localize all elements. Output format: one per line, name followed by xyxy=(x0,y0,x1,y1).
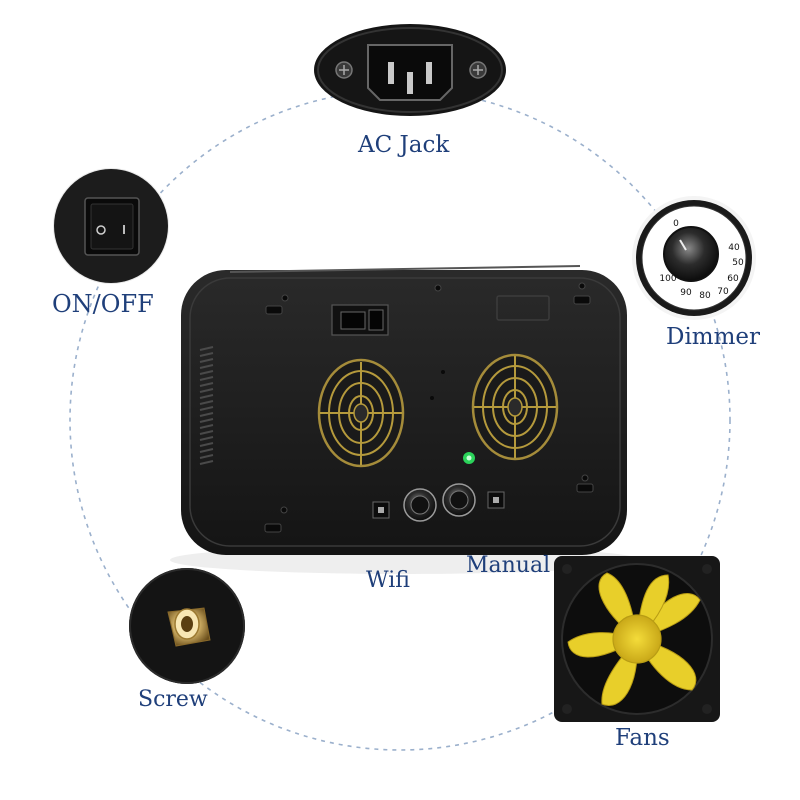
housing-mode-switches xyxy=(372,491,505,519)
dimmer-scale-0: 0 xyxy=(673,219,679,229)
dashed-guide-circle xyxy=(69,89,731,751)
dimmer-scale-90: 90 xyxy=(680,288,692,298)
label-wifi: Wifi xyxy=(366,568,410,593)
label-screw: Screw xyxy=(138,687,208,712)
housing-dimmer-knobs xyxy=(403,483,476,522)
housing-fan-right xyxy=(471,353,559,461)
dimmer-scale-60: 60 xyxy=(727,274,739,284)
dimmer-scale-50: 50 xyxy=(732,258,744,268)
label-dimmer: Dimmer xyxy=(666,324,761,350)
label-ac-jack: AC Jack xyxy=(358,132,450,158)
label-on-off: ON/OFF xyxy=(52,290,154,318)
screw-inset xyxy=(129,568,245,684)
side-vents xyxy=(199,346,214,465)
dimmer-scale-40: 40 xyxy=(728,243,740,253)
dimmer-scale-80: 80 xyxy=(699,291,711,301)
fan-inset xyxy=(554,556,720,722)
ac-jack-inset xyxy=(314,24,506,116)
dimmer-scale-70: 70 xyxy=(717,287,729,297)
label-manual: Manual xyxy=(466,553,551,578)
on-off-switch-inset xyxy=(53,168,169,284)
label-fans: Fans xyxy=(615,725,670,751)
housing-fan-left xyxy=(317,358,405,468)
dimmer-knob-inset: 0 40 50 60 70 80 90 100 xyxy=(632,196,756,320)
dimmer-scale-100: 100 xyxy=(659,274,676,284)
